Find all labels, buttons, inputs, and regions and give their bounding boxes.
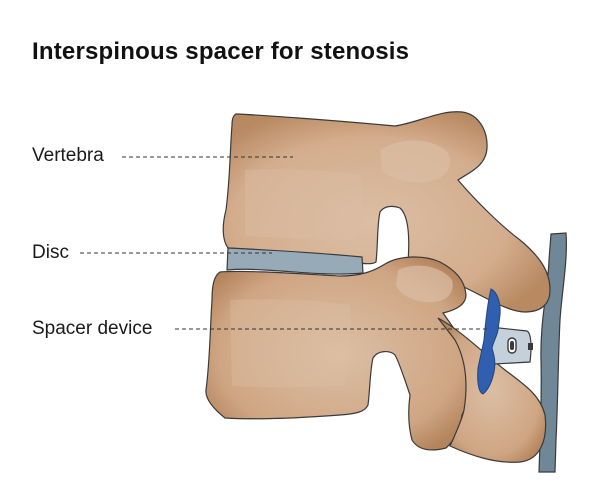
- intervertebral-disc: [226, 247, 364, 275]
- label-spacer-device: Spacer device: [32, 318, 153, 339]
- posterior-ligament-rod: [538, 232, 567, 473]
- upper-vertebra: [222, 111, 551, 313]
- label-disc: Disc: [32, 242, 69, 263]
- diagram-title: Interspinous spacer for stenosis: [32, 38, 410, 65]
- spacer-wing: [477, 288, 501, 395]
- spacer-device: [477, 288, 533, 395]
- lower-vertebra: [205, 256, 474, 451]
- lower-spinous-process: [437, 317, 547, 463]
- label-vertebra: Vertebra: [32, 145, 104, 166]
